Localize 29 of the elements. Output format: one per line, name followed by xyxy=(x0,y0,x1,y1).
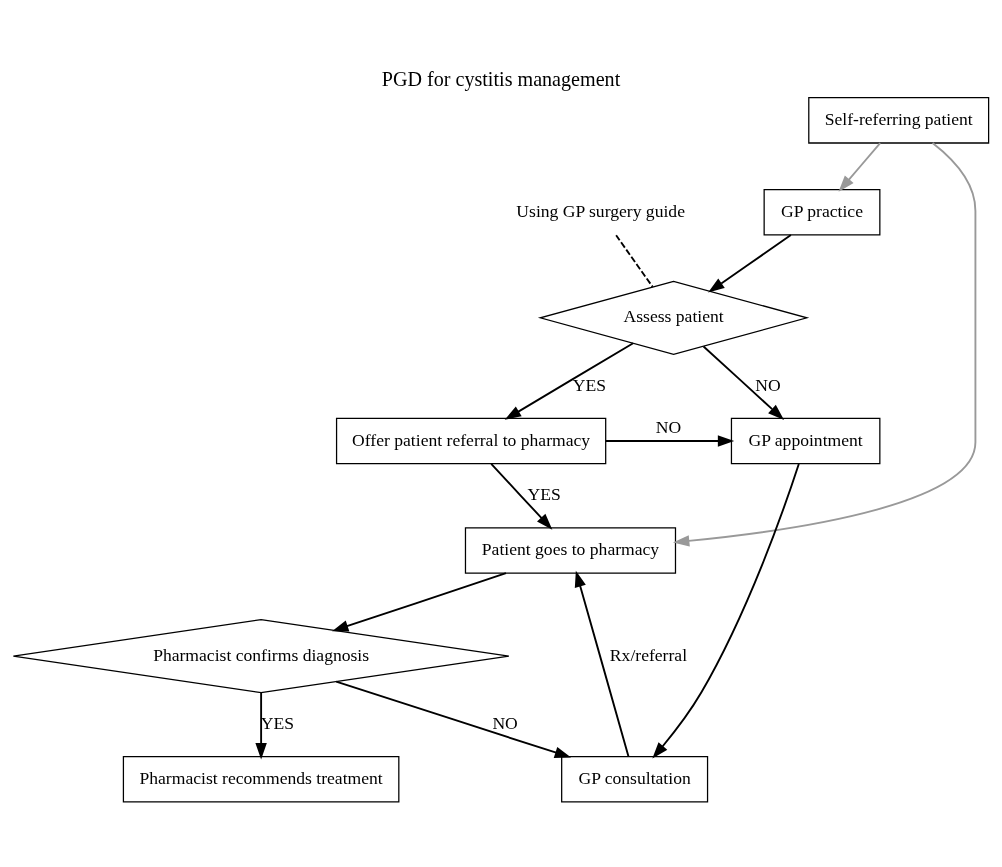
node-box: GP consultation xyxy=(561,756,709,803)
arrow xyxy=(708,234,792,293)
node-box: GP appointment xyxy=(730,417,881,465)
arrow xyxy=(490,463,553,530)
edge-label: YES xyxy=(527,484,561,505)
edge-label: NO xyxy=(755,374,781,395)
node-box: GP practice xyxy=(763,188,881,236)
edge-label: NO xyxy=(492,713,518,734)
arrow xyxy=(504,342,635,420)
node-box: Offer patient referral to pharmacy xyxy=(335,417,607,465)
edge-label: Rx/referral xyxy=(609,644,688,665)
edge-label: YES xyxy=(260,713,295,734)
node-box: Pharmacist recommends treatment xyxy=(122,756,400,803)
edge-label: YES xyxy=(572,374,606,395)
node-box: Patient goes to pharmacy xyxy=(464,527,677,574)
node-box: Self-referring patient xyxy=(808,97,990,144)
arrow xyxy=(335,680,572,758)
arrow xyxy=(652,463,800,759)
arrow xyxy=(255,691,267,760)
arrow xyxy=(332,572,507,632)
arrow xyxy=(838,142,882,192)
arrow xyxy=(574,570,630,758)
arrow xyxy=(604,435,735,447)
connector xyxy=(615,234,654,288)
arrow xyxy=(672,142,977,547)
arrow xyxy=(702,345,785,421)
node-text: Using GP surgery guide xyxy=(516,200,685,221)
diagram-title: PGD for cystitis management xyxy=(381,68,621,91)
edge-label: NO xyxy=(655,416,682,437)
